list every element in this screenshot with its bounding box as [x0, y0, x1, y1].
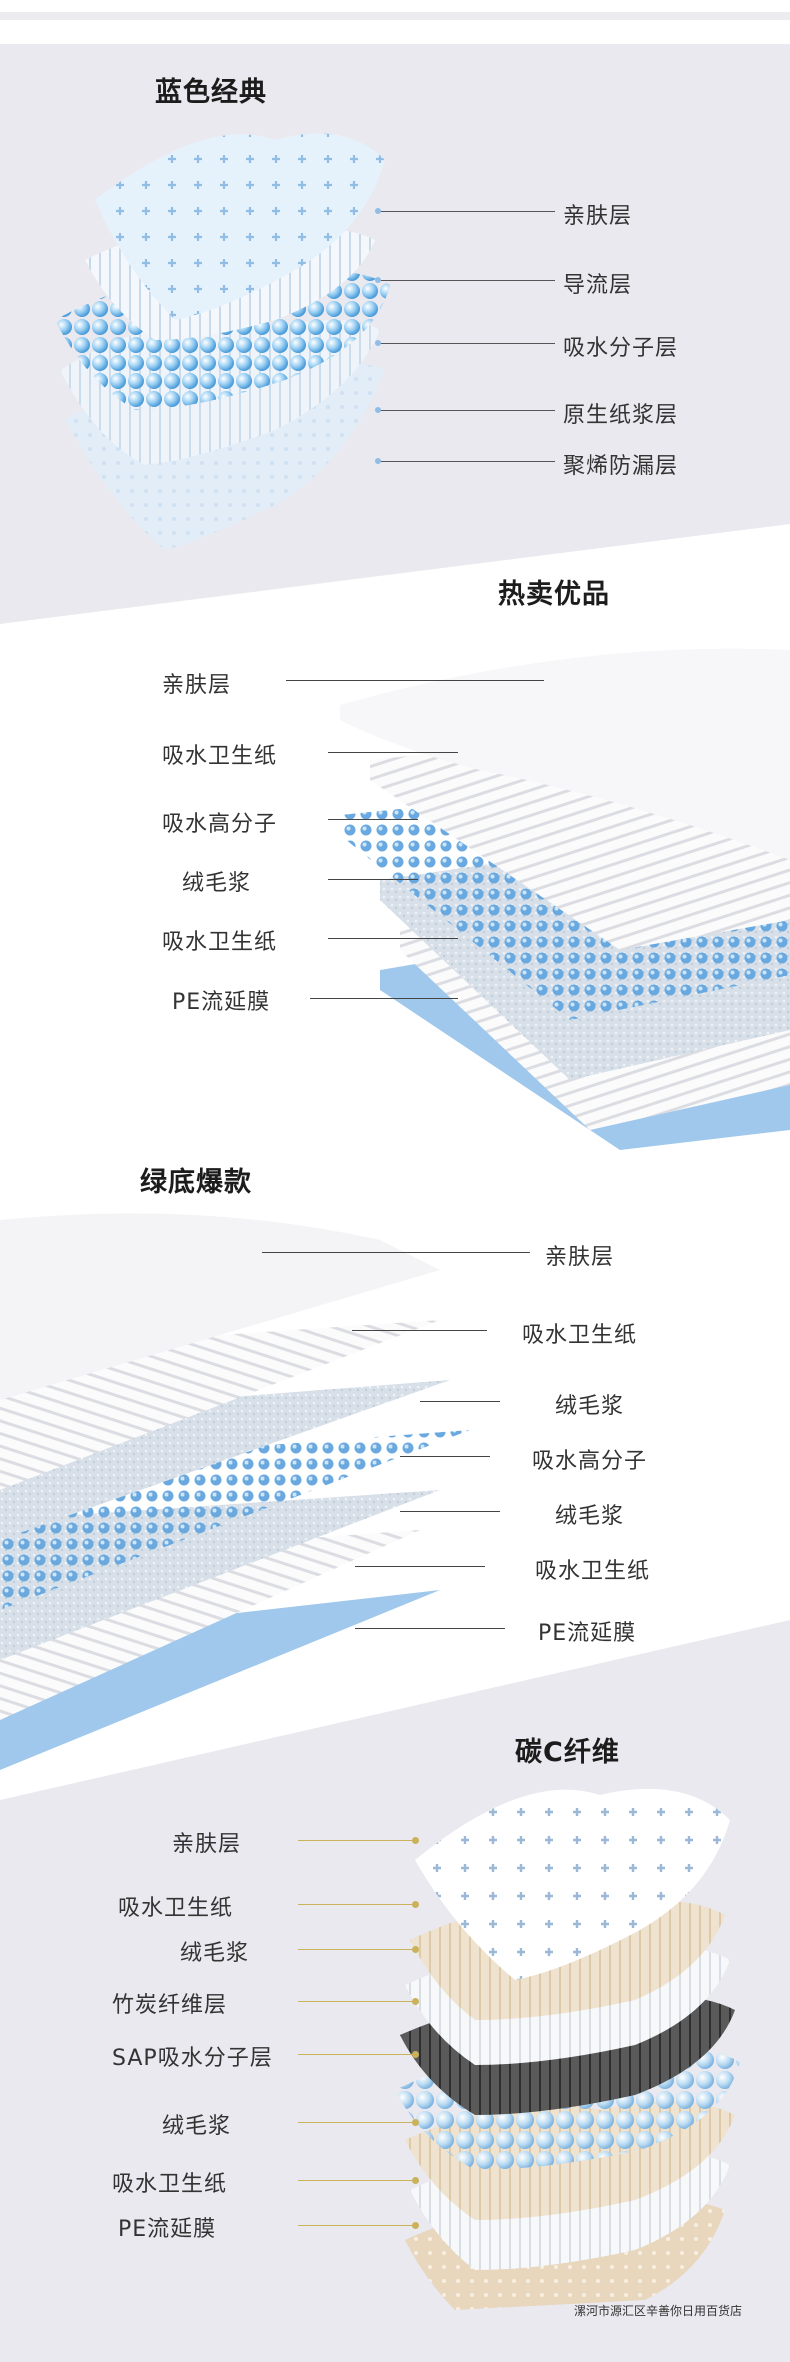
s3-label-3: 绒毛浆	[555, 1394, 625, 1419]
s4-dot-7	[412, 2177, 419, 2184]
s4-label-8: PE流延膜	[118, 2217, 217, 2242]
s3-line-7	[355, 1628, 505, 1629]
section3-bg-diagonal	[0, 1620, 790, 1800]
s4-dot-4	[412, 1998, 419, 2005]
section3-title: 绿底爆款	[140, 1167, 252, 1198]
s4-line-7	[298, 2180, 414, 2181]
s1-line-3	[380, 343, 555, 344]
s3-line-5	[400, 1511, 500, 1512]
section1-layers-illustration	[55, 133, 390, 550]
s1-line-2	[380, 280, 555, 281]
s3-line-3	[420, 1401, 500, 1402]
s1-line-4	[380, 410, 555, 411]
s4-line-1	[298, 1840, 414, 1841]
s1-dot-1	[375, 208, 381, 214]
s1-line-1	[380, 211, 555, 212]
s4-dot-1	[412, 1837, 419, 1844]
section1-title: 蓝色经典	[155, 77, 267, 108]
s2-label-5: 吸水卫生纸	[162, 930, 278, 955]
s4-label-3: 绒毛浆	[180, 1941, 250, 1966]
s4-dot-8	[412, 2222, 419, 2229]
s2-label-4: 绒毛浆	[182, 871, 252, 896]
s2-line-3	[328, 819, 418, 820]
s4-label-1: 亲肤层	[172, 1832, 242, 1857]
section4-title: 碳C纤维	[515, 1737, 620, 1768]
s1-line-5	[380, 461, 555, 462]
s2-line-1	[286, 680, 544, 681]
s3-line-4	[400, 1456, 490, 1457]
s2-label-6: PE流延膜	[172, 990, 271, 1015]
s4-line-6	[298, 2122, 414, 2123]
s1-dot-3	[375, 340, 381, 346]
section1-diagonal	[0, 524, 790, 624]
s2-line-5	[328, 938, 458, 939]
s4-line-4	[298, 2001, 414, 2002]
s4-dot-2	[412, 1901, 419, 1908]
s1-label-4: 原生纸浆层	[563, 403, 679, 428]
s4-label-6: 绒毛浆	[162, 2114, 232, 2139]
store-name-watermark: 漯河市源汇区辛善你日用百货店	[574, 2304, 743, 2318]
s3-line-2	[352, 1330, 487, 1331]
s4-dot-3	[412, 1946, 419, 1953]
s2-label-1: 亲肤层	[162, 673, 232, 698]
s1-dot-2	[375, 277, 381, 283]
s3-label-1: 亲肤层	[545, 1245, 615, 1270]
s4-label-7: 吸水卫生纸	[112, 2172, 228, 2197]
s4-label-5: SAP吸水分子层	[112, 2046, 273, 2071]
section4-layers-illustration	[395, 1788, 740, 2310]
s2-line-2	[328, 752, 458, 753]
s2-line-4	[328, 879, 418, 880]
top-band	[0, 12, 790, 20]
s3-line-6	[355, 1566, 485, 1567]
s3-label-6: 吸水卫生纸	[535, 1559, 651, 1584]
s1-dot-4	[375, 407, 381, 413]
section2-title: 热卖优品	[498, 579, 610, 610]
s3-line-1	[262, 1252, 530, 1253]
s4-line-8	[298, 2225, 414, 2226]
s2-label-2: 吸水卫生纸	[162, 744, 278, 769]
s4-label-4: 竹炭纤维层	[112, 1993, 228, 2018]
s2-label-3: 吸水高分子	[162, 812, 278, 837]
section2-layers-illustration	[150, 630, 790, 1150]
s4-line-5	[298, 2054, 414, 2055]
s3-label-2: 吸水卫生纸	[522, 1323, 638, 1348]
s4-line-3	[298, 1949, 414, 1950]
s3-label-4: 吸水高分子	[532, 1449, 648, 1474]
s1-label-5: 聚烯防漏层	[563, 454, 679, 479]
s4-dot-5	[412, 2051, 419, 2058]
s4-label-2: 吸水卫生纸	[118, 1896, 234, 1921]
s1-label-2: 导流层	[563, 273, 633, 298]
section3-layers-illustration	[0, 1200, 790, 1800]
s4-line-2	[298, 1904, 414, 1905]
s3-label-7: PE流延膜	[538, 1621, 637, 1646]
skin-layer	[340, 648, 790, 860]
s1-label-3: 吸水分子层	[563, 336, 679, 361]
s1-dot-5	[375, 458, 381, 464]
skin-layer	[0, 1213, 440, 1400]
s4-dot-6	[412, 2119, 419, 2126]
s2-line-6	[310, 998, 458, 999]
s3-label-5: 绒毛浆	[555, 1504, 625, 1529]
s1-label-1: 亲肤层	[563, 204, 633, 229]
